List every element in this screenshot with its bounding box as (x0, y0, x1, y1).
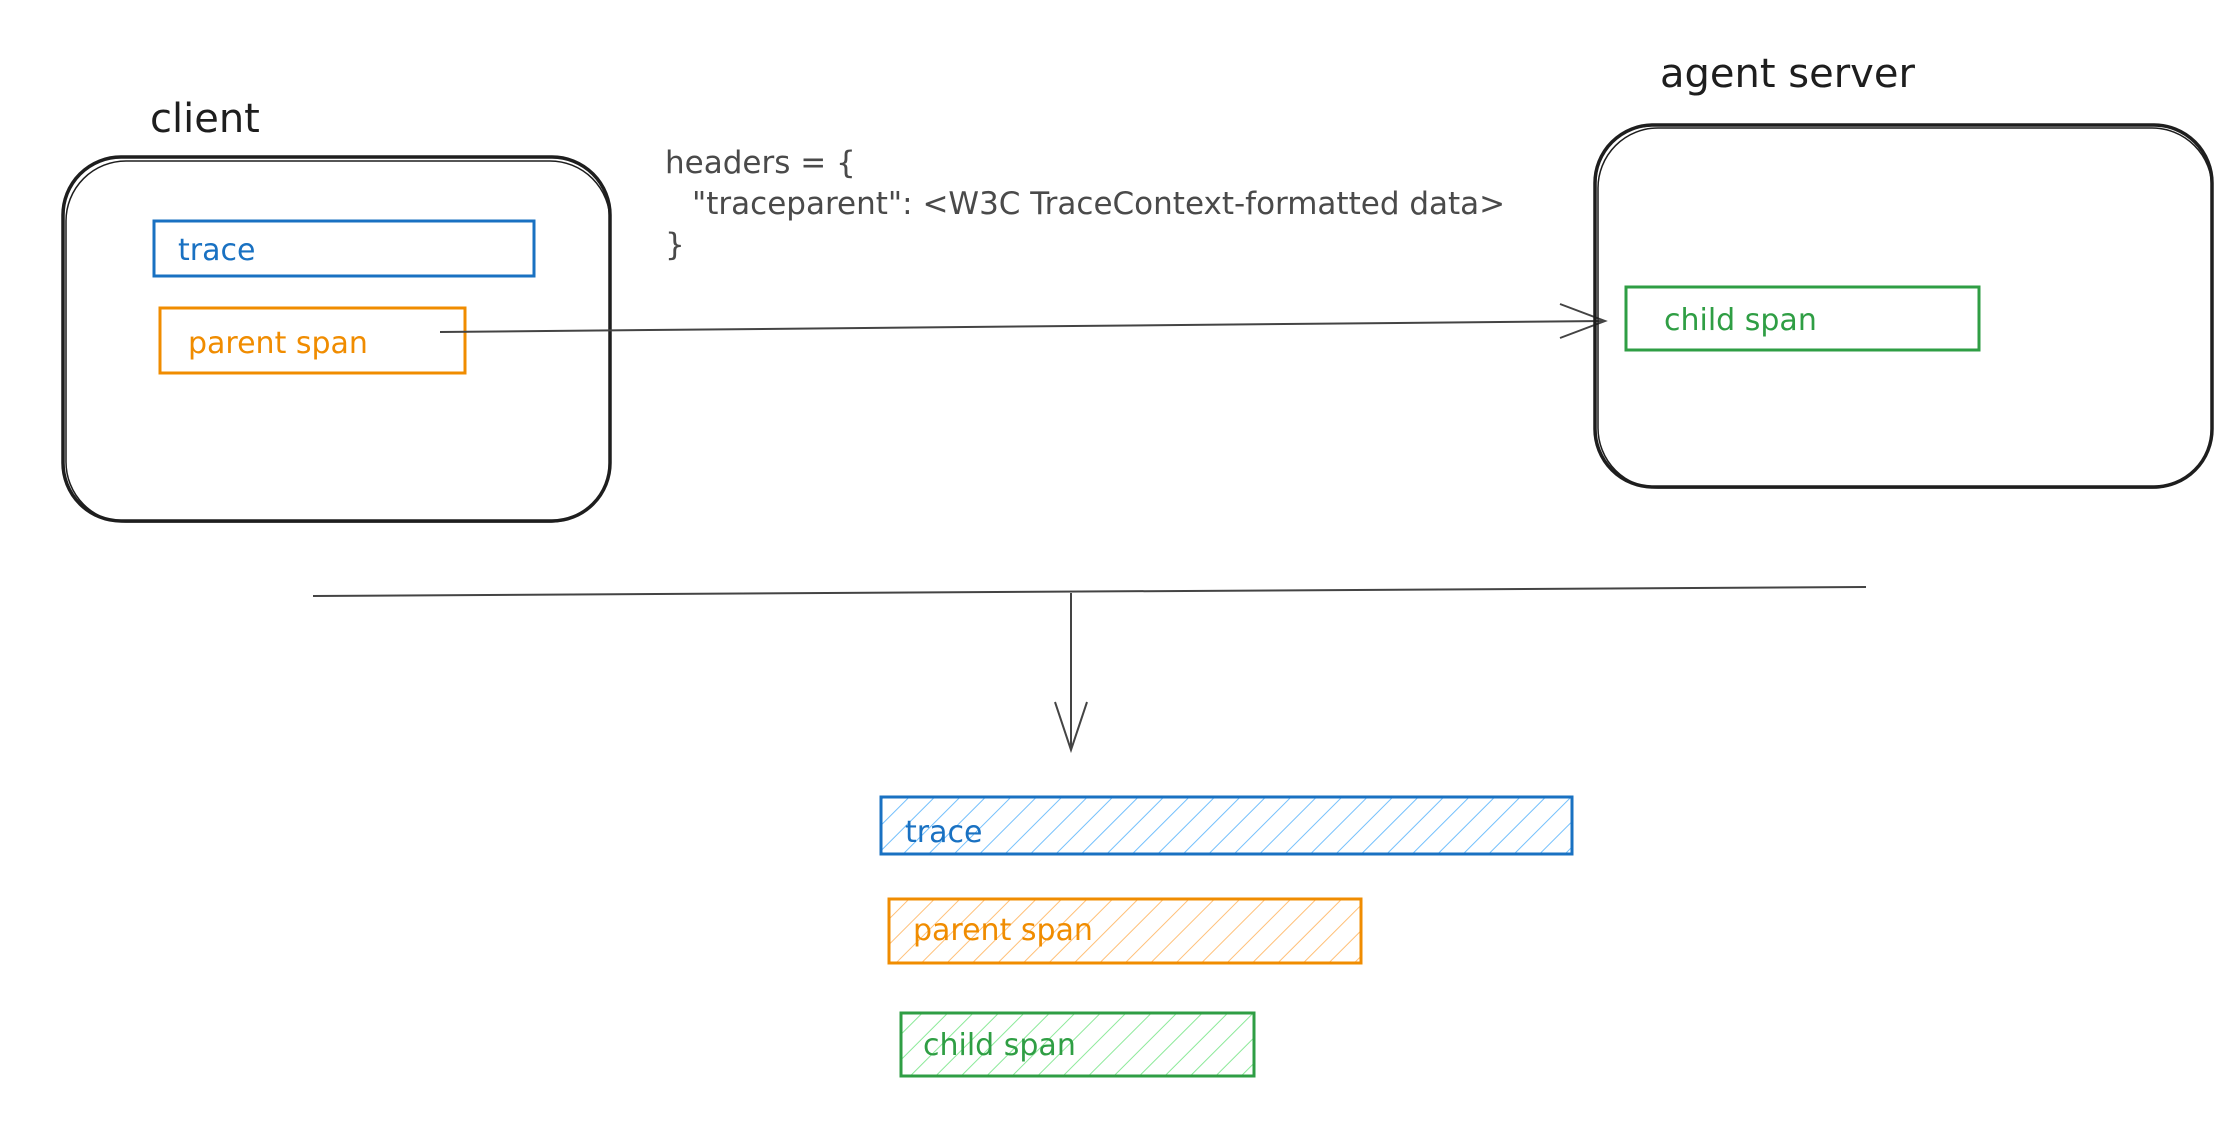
server-title: agent server (1660, 51, 1915, 97)
server-container-sketch (1597, 127, 2213, 489)
client-title: client (150, 96, 260, 142)
timeline-parent-span-label: parent span (913, 913, 1093, 948)
code-line-2: "traceparent": <W3C TraceContext-formatt… (692, 186, 1505, 222)
timeline-parent-span-bar (887, 897, 1363, 965)
divider-line (312, 586, 1867, 597)
server-child-span-label: child span (1664, 303, 1817, 338)
code-line-3: } (665, 227, 685, 263)
propagation-arrowhead (1559, 303, 1608, 339)
timeline-trace-bar (879, 795, 1574, 856)
client-parent-span-label: parent span (188, 326, 368, 361)
propagation-arrow (439, 320, 1606, 333)
client-parent-span-box (158, 306, 467, 375)
down-arrowhead (1054, 701, 1088, 754)
timeline-child-span-label: child span (923, 1028, 1076, 1063)
server-child-span-box (1624, 285, 1981, 352)
client-trace-label: trace (178, 233, 255, 268)
client-container-sketch (65, 160, 611, 523)
timeline-trace-label: trace (905, 815, 982, 850)
code-line-1: headers = { (665, 145, 856, 181)
timeline-child-span-bar (899, 1011, 1256, 1078)
client-trace-box (152, 219, 536, 278)
